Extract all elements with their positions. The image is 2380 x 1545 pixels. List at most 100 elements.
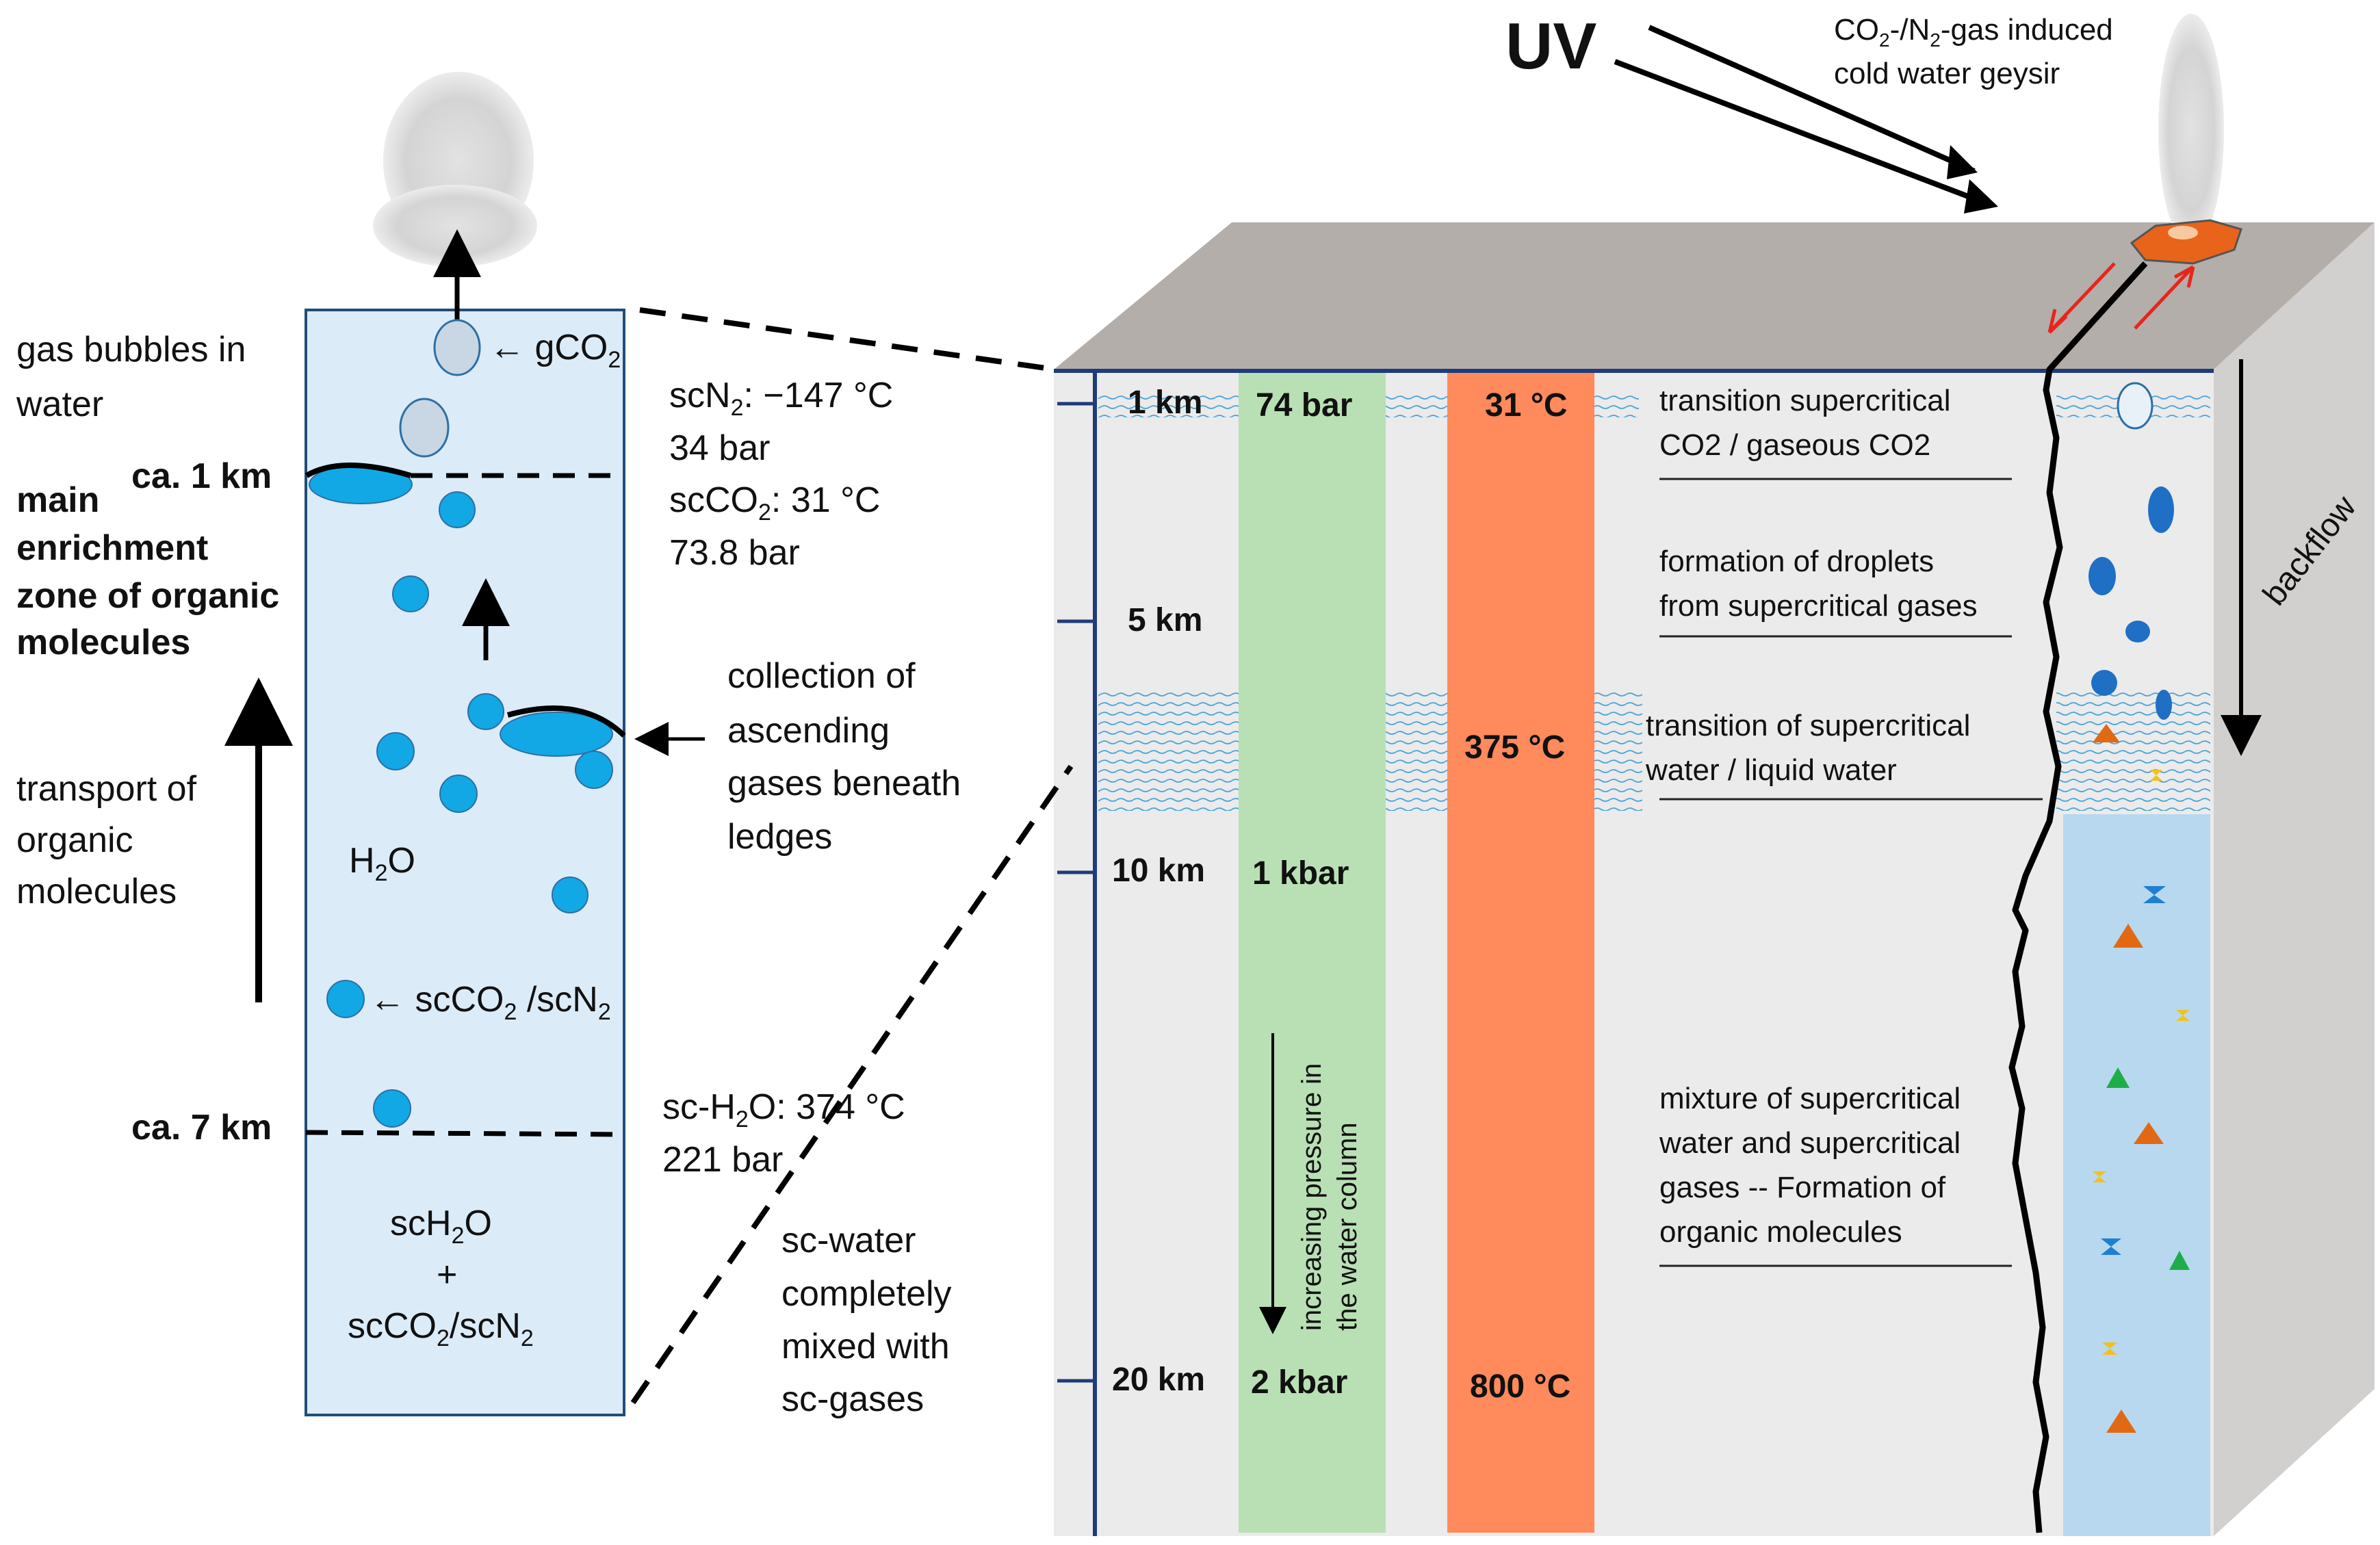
temperature-label-31: 31 °C [1485,387,1568,424]
water-transition-wave-mid [1386,691,1447,811]
ledge-mid [506,705,626,738]
gas-bubble-second [399,398,450,458]
gco2-label: ← gCO2 [489,328,621,373]
temperature-label-800: 800 °C [1470,1368,1570,1405]
sc-bubble-8 [326,980,365,1018]
droplet-3 [2125,621,2150,642]
gas-bubble-column [2117,382,2153,430]
scco2-scn2-label: ← scCO2 /scN2 [370,980,611,1025]
sc-water-label-line-4: sc-gases [781,1379,924,1419]
geysir-label-line-2: cold water geysir [1834,57,2060,90]
note-mixture-line-4: organic molecules [1659,1215,1902,1249]
co2-transition-wave-mid [1386,390,1447,417]
molecule-triangle-green-1 [2106,1067,2130,1088]
depth-label-5km: 5 km [1128,602,1202,638]
note-co2-transition-line-2: CO2 / gaseous CO2 [1659,428,1930,462]
zoom-line-top [639,307,1046,371]
label-7km: ca. 7 km [131,1108,272,1147]
uv-ray-2 [1614,59,1993,208]
sc-bubble-7 [552,877,588,913]
pressure-note-line-2: the water column [1332,1122,1362,1331]
note-droplets-line-1: formation of droplets [1659,545,1934,578]
note-co2-transition-line-1: transition supercritical [1659,384,1951,417]
droplet-4 [2091,670,2117,696]
molecule-hourglass-yellow-2 [2176,1010,2190,1021]
transport-label-line-3: molecules [16,872,177,911]
co2-transition-wave-right [1591,390,1639,417]
left-annotations: gas bubbles in water main enrichment zon… [16,330,293,1002]
red-arrow-up [2134,269,2191,330]
note-water-transition: transition of supercritical water / liqu… [1645,709,2043,801]
middle-annotations: scN2: −147 °C 34 bar scCO2: 31 °C 73.8 b… [630,307,1074,1419]
sc-bubble-3 [467,693,504,730]
note-water-transition-line-2: water / liquid water [1645,753,1897,787]
geysir-vent [2130,219,2242,265]
molecule-hourglass-blue-2 [2101,1238,2121,1255]
block-side-face [2214,222,2375,1536]
sc-bubble-9 [373,1089,411,1128]
molecule-triangle-orange-3 [2134,1122,2164,1144]
uv-label: UV [1505,10,1596,83]
critical-point-water-pressure: 221 bar [662,1140,783,1180]
molecule-triangle-orange-4 [2106,1410,2136,1433]
note-water-transition-line-1: transition of supercritical [1646,709,1970,742]
sc-bubble-1 [439,491,476,528]
molecule-triangle-orange-2 [2113,924,2143,948]
molecule-hourglass-yellow-1 [2150,770,2162,781]
geysir-label-line-1: CO2-/N2-gas induced [1834,13,2113,51]
depth-label-1km: 1 km [1128,385,1202,421]
molecule-triangle-green-2 [2169,1251,2190,1270]
water-transition-wave-left [1098,691,1239,811]
depth-label-20km: 20 km [1112,1362,1205,1398]
depth-label-10km: 10 km [1112,853,1205,889]
geysir-steam [2158,14,2224,246]
fissure [2008,261,2148,1533]
note-droplets-line-2: from supercritical gases [1659,589,1978,623]
enrichment-label-line-1: main [16,480,99,520]
note-mixture-line-1: mixture of supercritical [1659,1082,1961,1115]
molecule-triangle-orange-1 [2093,724,2120,742]
pressure-note-line-1: increasing pressure in [1297,1063,1327,1331]
water-transition-wave-right [1591,691,1642,811]
temperature-label-375: 375 °C [1464,729,1565,766]
sc-bubble-2 [392,575,429,612]
block-top-face [1054,222,2375,369]
sc-water-label-line-3: mixed with [781,1327,950,1366]
uv-ray-1 [1648,25,1976,174]
red-arrow-up-head [2173,265,2195,288]
sc-bubble-4 [376,732,415,770]
geysir-glow [2168,226,2198,239]
pressure-label-1kbar: 1 kbar [1252,855,1349,892]
ledge-1km [305,463,412,478]
note-mixture: mixture of supercritical water and super… [1659,1082,2012,1267]
water-transition-wave-column [2056,691,2210,811]
sc-water-label-line-1: sc-water [781,1221,916,1260]
pressure-band [1239,373,1386,1533]
line-7km [305,1130,625,1137]
enrichment-label-line-3: zone of organic [16,576,279,616]
note-co2-transition: transition supercritical CO2 / gaseous C… [1659,384,2012,480]
gas-bubble-top [433,319,481,376]
molecule-hourglass-blue-1 [2143,886,2166,903]
co2-transition-wave-left [1098,390,1239,417]
pressure-label-2kbar: 2 kbar [1251,1364,1347,1401]
enrichment-label-line-2: enrichment [16,528,208,568]
pressure-label-74bar: 74 bar [1256,387,1352,424]
critical-point-water: sc-H2O: 374 °C [662,1087,905,1132]
ledge-bubble-mid [500,712,613,757]
zoom-line-bottom [630,764,1074,1405]
uv-ray-2-head [1964,179,1998,213]
droplet-5 [2156,690,2172,720]
label-1km: ca. 1 km [131,456,272,496]
gas-bubbles-label-line-2: water [16,385,103,424]
molecule-hourglass-yellow-4 [2102,1342,2117,1355]
sc-water-label-line-2: completely [781,1274,952,1314]
earth-block: 1 km 5 km 10 km 20 km 74 bar 1 kbar 2 kb… [1054,10,2375,1536]
collection-label-line-1: collection of [727,656,916,696]
transport-label-line-2: organic [16,820,133,860]
column-steam-2 [373,185,537,267]
bottom-label-plus: + [437,1255,457,1295]
red-arrow-down-head [2047,309,2068,334]
mixture-zone [2063,814,2210,1536]
